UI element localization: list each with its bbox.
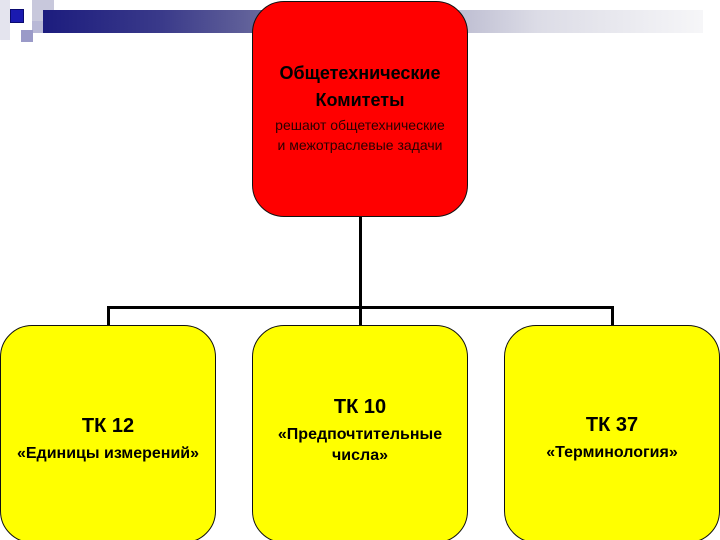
child-code: ТК 10 (333, 396, 387, 418)
decor-square (10, 9, 24, 23)
connector-root-vertical (359, 216, 362, 308)
decor-square (21, 30, 33, 42)
child-code: ТК 37 (585, 413, 639, 436)
child-node-tk37: ТК 37 «Терминология» (504, 325, 720, 540)
decor-square (32, 21, 44, 33)
connector-drop-right (611, 306, 614, 326)
connector-drop-middle (359, 306, 362, 326)
root-title-line2: Комитеты (315, 90, 405, 110)
decor-square (0, 0, 10, 40)
child-name-line2: числа» (332, 447, 388, 464)
root-subtitle-line1: решают общетехнические (275, 117, 445, 133)
child-code: ТК 12 (81, 414, 135, 437)
connector-drop-left (107, 306, 110, 326)
child-name-line1: «Единицы измерений» (16, 444, 200, 462)
child-node-tk12: ТК 12 «Единицы измерений» (0, 325, 216, 540)
child-name-line1: «Терминология» (546, 443, 678, 461)
root-title-line1: Общетехнические (279, 63, 441, 83)
child-name-line1: «Предпочтительные (277, 426, 443, 443)
root-subtitle-line2: и межотраслевые задачи (277, 137, 443, 153)
root-node-general-committees: Общетехнические Комитеты решают общетехн… (252, 1, 468, 217)
child-node-tk10: ТК 10 «Предпочтительные числа» (252, 325, 468, 540)
